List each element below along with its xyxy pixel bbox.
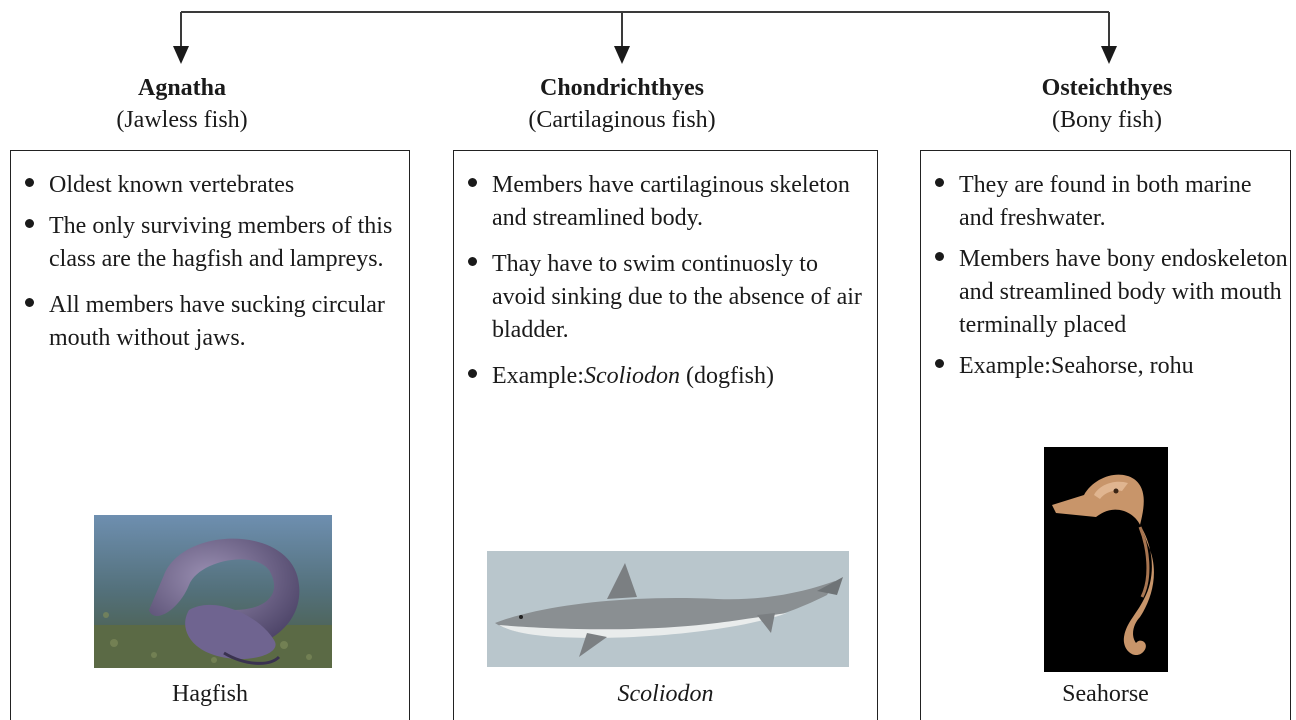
title-agnatha: Agnatha	[0, 72, 392, 104]
bullet-item: Example:Scoliodon (dogfish)	[454, 360, 877, 393]
bullet-text: Example:Seahorse, rohu	[959, 353, 1194, 379]
card-agnatha: Oldest known vertebrates The only surviv…	[10, 150, 410, 720]
bullet-dot-icon	[468, 257, 477, 266]
hagfish-photo-icon	[94, 515, 332, 668]
arrow-osteichthyes	[1101, 46, 1117, 64]
subtitle-osteichthyes: (Bony fish)	[897, 104, 1296, 136]
shark-photo-icon	[487, 551, 849, 667]
bullet-item: Example:Seahorse, rohu	[921, 350, 1290, 383]
bullet-dot-icon	[935, 178, 944, 187]
caption-scoliodon: Scoliodon	[454, 681, 877, 708]
bullet-text: All members have sucking circular mouth …	[49, 292, 385, 351]
bullet-item: Oldest known vertebrates	[11, 169, 409, 202]
heading-osteichthyes: Osteichthyes (Bony fish)	[897, 72, 1296, 136]
heading-agnatha: Agnatha (Jawless fish)	[0, 72, 392, 136]
example-prefix: Example:	[492, 363, 584, 389]
connector-tree	[0, 0, 1296, 80]
title-chondrichthyes: Chondrichthyes	[412, 72, 832, 104]
bullet-text: Members have bony endoskeleton and strea…	[959, 246, 1288, 338]
bullet-item: They are found in both marine and freshw…	[921, 169, 1290, 235]
arrow-agnatha	[173, 46, 189, 64]
card-chondrichthyes: Members have cartilaginous skeleton and …	[453, 150, 878, 720]
heading-chondrichthyes: Chondrichthyes (Cartilaginous fish)	[412, 72, 832, 136]
bullet-dot-icon	[935, 359, 944, 368]
bullet-item: All members have sucking circular mouth …	[11, 289, 409, 355]
bullet-list-agnatha: Oldest known vertebrates The only surviv…	[11, 151, 409, 355]
card-osteichthyes: They are found in both marine and freshw…	[920, 150, 1291, 720]
bullet-item: Thay have to swim continuosly to avoid s…	[454, 248, 877, 347]
bullet-item: Members have cartilaginous skeleton and …	[454, 169, 877, 235]
bullet-text: Members have cartilaginous skeleton and …	[492, 172, 850, 231]
bullet-dot-icon	[468, 369, 477, 378]
example-genus: Scoliodon	[584, 363, 680, 389]
subtitle-chondrichthyes: (Cartilaginous fish)	[412, 104, 832, 136]
title-osteichthyes: Osteichthyes	[897, 72, 1296, 104]
bullet-dot-icon	[25, 178, 34, 187]
bullet-dot-icon	[468, 178, 477, 187]
caption-hagfish: Hagfish	[11, 681, 409, 708]
bullet-text: The only surviving members of this class…	[49, 213, 392, 272]
example-suffix: (dogfish)	[680, 363, 774, 389]
bullet-item: Members have bony endoskeleton and strea…	[921, 243, 1290, 342]
seahorse-photo-icon	[1044, 447, 1168, 672]
bullet-dot-icon	[935, 252, 944, 261]
bullet-list-chondrichthyes: Members have cartilaginous skeleton and …	[454, 151, 877, 393]
caption-seahorse: Seahorse	[921, 681, 1290, 708]
bullet-text: Thay have to swim continuosly to avoid s…	[492, 251, 862, 343]
bullet-text: They are found in both marine and freshw…	[959, 172, 1252, 231]
bullet-item: The only surviving members of this class…	[11, 210, 409, 276]
bullet-text: Oldest known vertebrates	[49, 172, 294, 198]
bullet-list-osteichthyes: They are found in both marine and freshw…	[921, 151, 1290, 383]
bullet-dot-icon	[25, 219, 34, 228]
arrow-chondrichthyes	[614, 46, 630, 64]
subtitle-agnatha: (Jawless fish)	[0, 104, 392, 136]
bullet-dot-icon	[25, 298, 34, 307]
